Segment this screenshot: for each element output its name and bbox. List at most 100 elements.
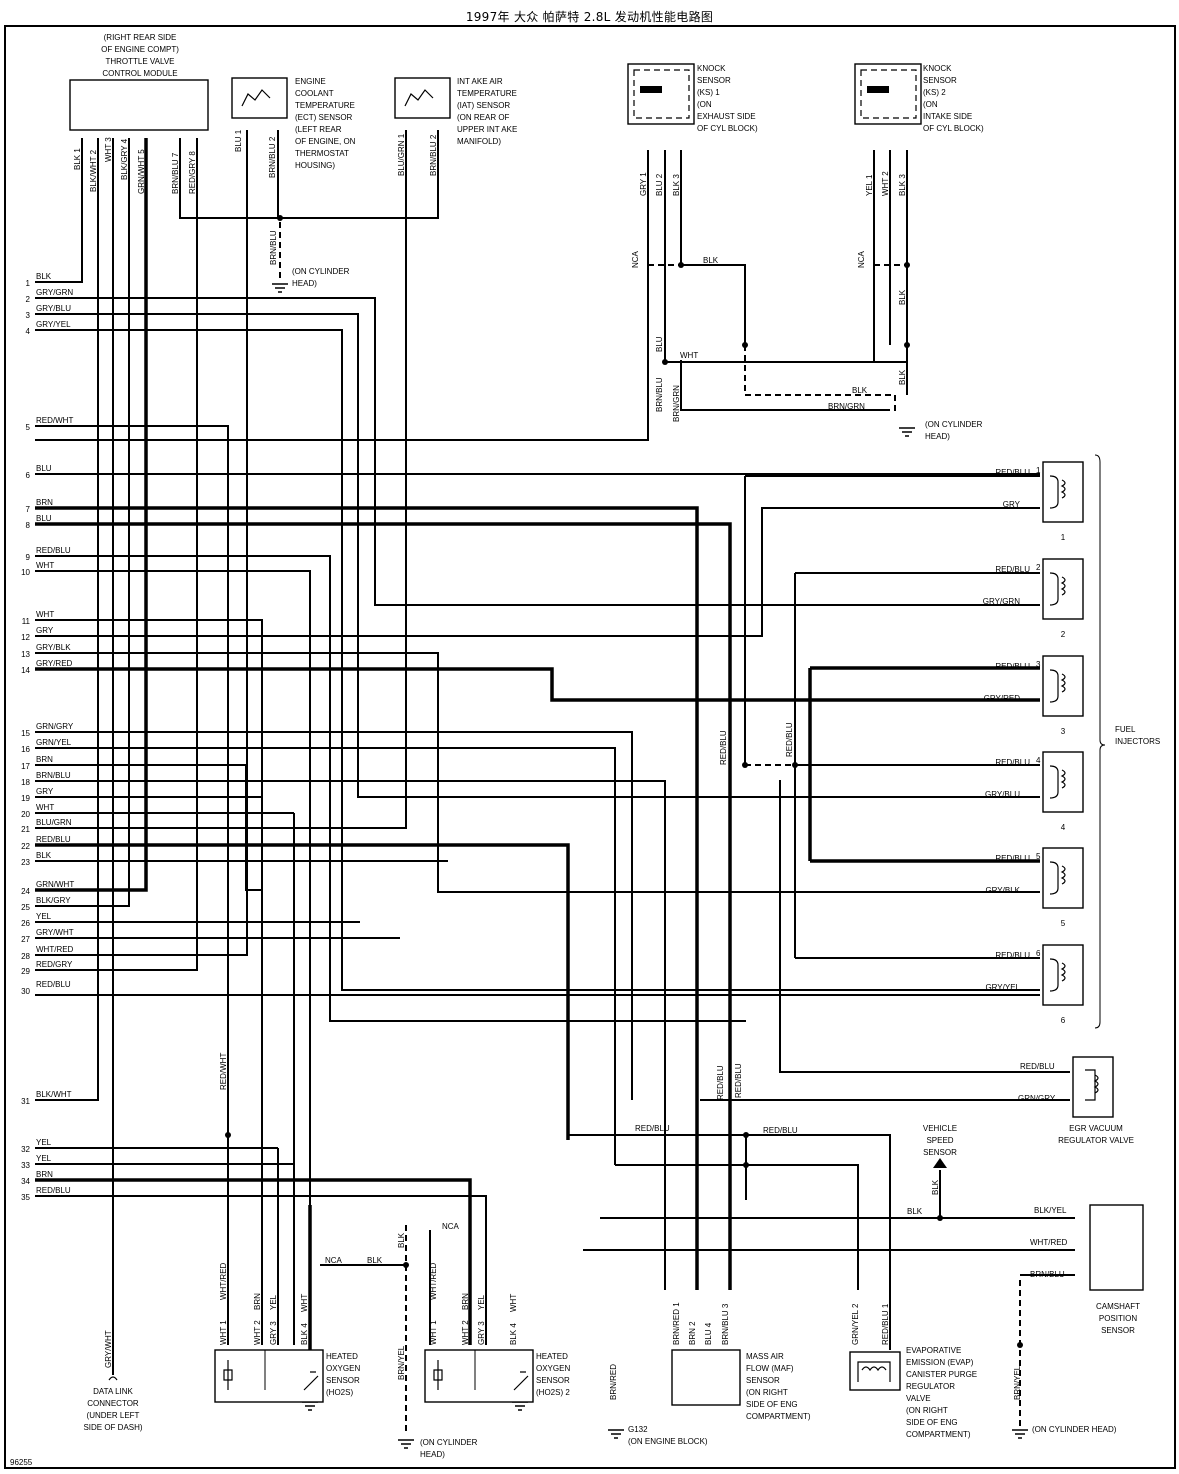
injector-5-wire-a: RED/BLU [995,854,1030,863]
injector-6-wire-a: RED/BLU [995,951,1030,960]
wiring [35,130,1075,1435]
iat-pin-2: BRN/BLU 2 [429,134,438,176]
knock-sensor-1: KNOCK SENSOR (KS) 1 (ON EXHAUST SIDE OF … [627,63,758,133]
injector-3-pin1: 3 [1036,660,1041,669]
ecm-pin-29-number: 29 [21,967,30,976]
tvcm-label-1: (RIGHT REAR SIDE [104,33,177,42]
egr-vacuum-regulator-valve: RED/BLU GRN/GRY EGR VACUUM REGULATOR VAL… [1018,1056,1134,1145]
ks2-label-5: INTAKE SIDE [923,112,972,121]
label-nca-ho2s: NCA [325,1256,343,1265]
ecm-pin-24-color: GRN/WHT [36,880,74,889]
injector-5-wire-b: GRY/BLK [985,886,1020,895]
ho2s2-label-4: (HO2S) 2 [536,1388,570,1397]
injector-3-number: 3 [1061,727,1066,736]
label-brn-grn-ks: BRN/GRN [672,385,681,422]
ho2s2-wire-b: BRN [461,1293,470,1310]
injector-2-pin1: 2 [1036,563,1041,572]
label-red-blu-inj-a: RED/BLU [719,730,728,765]
maf-label-5: SIDE OF ENG [746,1400,798,1409]
label-red-blu-v1: RED/BLU [716,1065,725,1100]
evap-label-3: CANISTER PURGE [906,1370,977,1379]
heated-oxygen-sensor-2: HEATED OXYGEN SENSOR (HO2S) 2 [424,1349,570,1403]
ecm-pin-31-color: BLK/WHT [36,1090,72,1099]
ks2-pin-1: YEL 1 [865,174,874,196]
ect-label-3: TEMPERATURE [295,101,355,110]
ecm-pin-9-number: 9 [26,553,31,562]
injector-2-wire-b: GRY/GRN [983,597,1020,606]
ho2s2-label-1: HEATED [536,1352,568,1361]
tvcm-pin-3: WHT 3 [104,137,113,162]
ecm-pin-13-color: GRY/BLK [36,643,71,652]
camshaft-position-sensor: BLK/YEL WHT/RED BRN/BLU CAMSHAFT POSITIO… [1030,1204,1144,1335]
ecm-pin-1-number: 1 [26,279,31,288]
ecm-pin-28-number: 28 [21,952,30,961]
figure-id: 96255 [10,1458,33,1467]
ecm-pin-12-number: 12 [21,633,30,642]
ecm-pin-5-number: 5 [26,423,31,432]
evap-label-8: COMPARTMENT) [906,1430,971,1439]
ks1-pin-2: BLU 2 [655,173,664,196]
ect-pin-1: BLU 1 [234,129,243,152]
tvcm-pin-5: GRN/WHT 5 [137,149,146,194]
egr-wire-b: GRN/GRY [1018,1094,1056,1103]
label-blu-ks: BLU [655,336,664,352]
injectors-group-label-2: INJECTORS [1115,737,1160,746]
cmp-wire-1: BLK/YEL [1034,1206,1067,1215]
ect-label-7: THERMOSTAT [295,149,349,158]
injector-4-wire-a: RED/BLU [995,758,1030,767]
cmp-label-2: POSITION [1099,1314,1137,1323]
ho2s1-label-1: HEATED [326,1352,358,1361]
ks2-label-3: (KS) 2 [923,88,946,97]
iat-label-5: UPPER INT AKE [457,125,517,134]
label-red-wht: RED/WHT [219,1053,228,1090]
ho2s1-label-4: (HO2S) [326,1388,353,1397]
ho2s2-label-2: OXYGEN [536,1364,570,1373]
injector-3-wire-a: RED/BLU [995,662,1030,671]
ect-label-2: COOLANT [295,89,334,98]
evap-label-4: REGULATOR [906,1382,955,1391]
throttle-valve-control-module: (RIGHT REAR SIDE OF ENGINE COMPT) THROTT… [69,33,209,131]
cmp-label-1: CAMSHAFT [1096,1302,1140,1311]
iat-label-1: INT AKE AIR [457,77,503,86]
ecm-pin-19-color: GRY [36,787,54,796]
injector-5-number: 5 [1061,919,1066,928]
ho2s1-wire-a: WHT/RED [219,1262,228,1300]
injectors-group-label-1: FUEL [1115,725,1136,734]
ecm-pin-25-color: BLK/GRY [36,896,71,905]
injector-1-pin1: 1 [1036,466,1041,475]
fuel-injector-5: RED/BLU GRY/BLK 5 5 [985,847,1084,928]
injector-1-wire-a: RED/BLU [995,468,1030,477]
injector-6-wire-b: GRY/YEL [985,983,1020,992]
ks1-pin-3: BLK 3 [672,174,681,196]
label-nca-ks2: NCA [857,250,866,268]
ecm-pin-31-number: 31 [21,1097,30,1106]
ecm-pin-33-number: 33 [21,1161,30,1170]
ecm-pin-5-color: RED/WHT [36,416,73,425]
injector-2-number: 2 [1061,630,1066,639]
ecm-pin-6-color: BLU [36,464,52,473]
ecm-pin-3-number: 3 [26,311,31,320]
injector-4-wire-b: GRY/BLU [985,790,1020,799]
ks2-label-6: OF CYL BLOCK) [923,124,984,133]
ho2s1-pin-2: WHT 2 [253,1320,262,1345]
ecm-pin-2-color: GRY/GRN [36,288,73,297]
ground-ks-label-2: HEAD) [925,432,950,441]
ecm-pin-24-number: 24 [21,887,30,896]
ecm-pin-10-number: 10 [21,568,30,577]
label-brn-blu-ect: BRN/BLU [269,230,278,265]
injector-6-pin1: 6 [1036,949,1041,958]
ecm-pin-19-number: 19 [21,794,30,803]
ks1-label-4: (ON [697,100,712,109]
tvcm-label-3: THROTTLE VALVE [105,57,174,66]
label-brn-grn: BRN/GRN [828,402,865,411]
page-title: 1997年 大众 帕萨特 2.8L 发动机性能电路图 [465,10,714,24]
iat-pin-1: BLU/GRN 1 [397,133,406,176]
injector-4-pin1: 4 [1036,756,1041,765]
injector-5-pin1: 5 [1036,852,1041,861]
ect-label-5: (LEFT REAR [295,125,342,134]
ks2-label-2: SENSOR [923,76,957,85]
maf-label-2: FLOW (MAF) [746,1364,794,1373]
ho2s2-label-3: SENSOR [536,1376,570,1385]
ho2s2-pin-4: BLK 4 [509,1323,518,1345]
